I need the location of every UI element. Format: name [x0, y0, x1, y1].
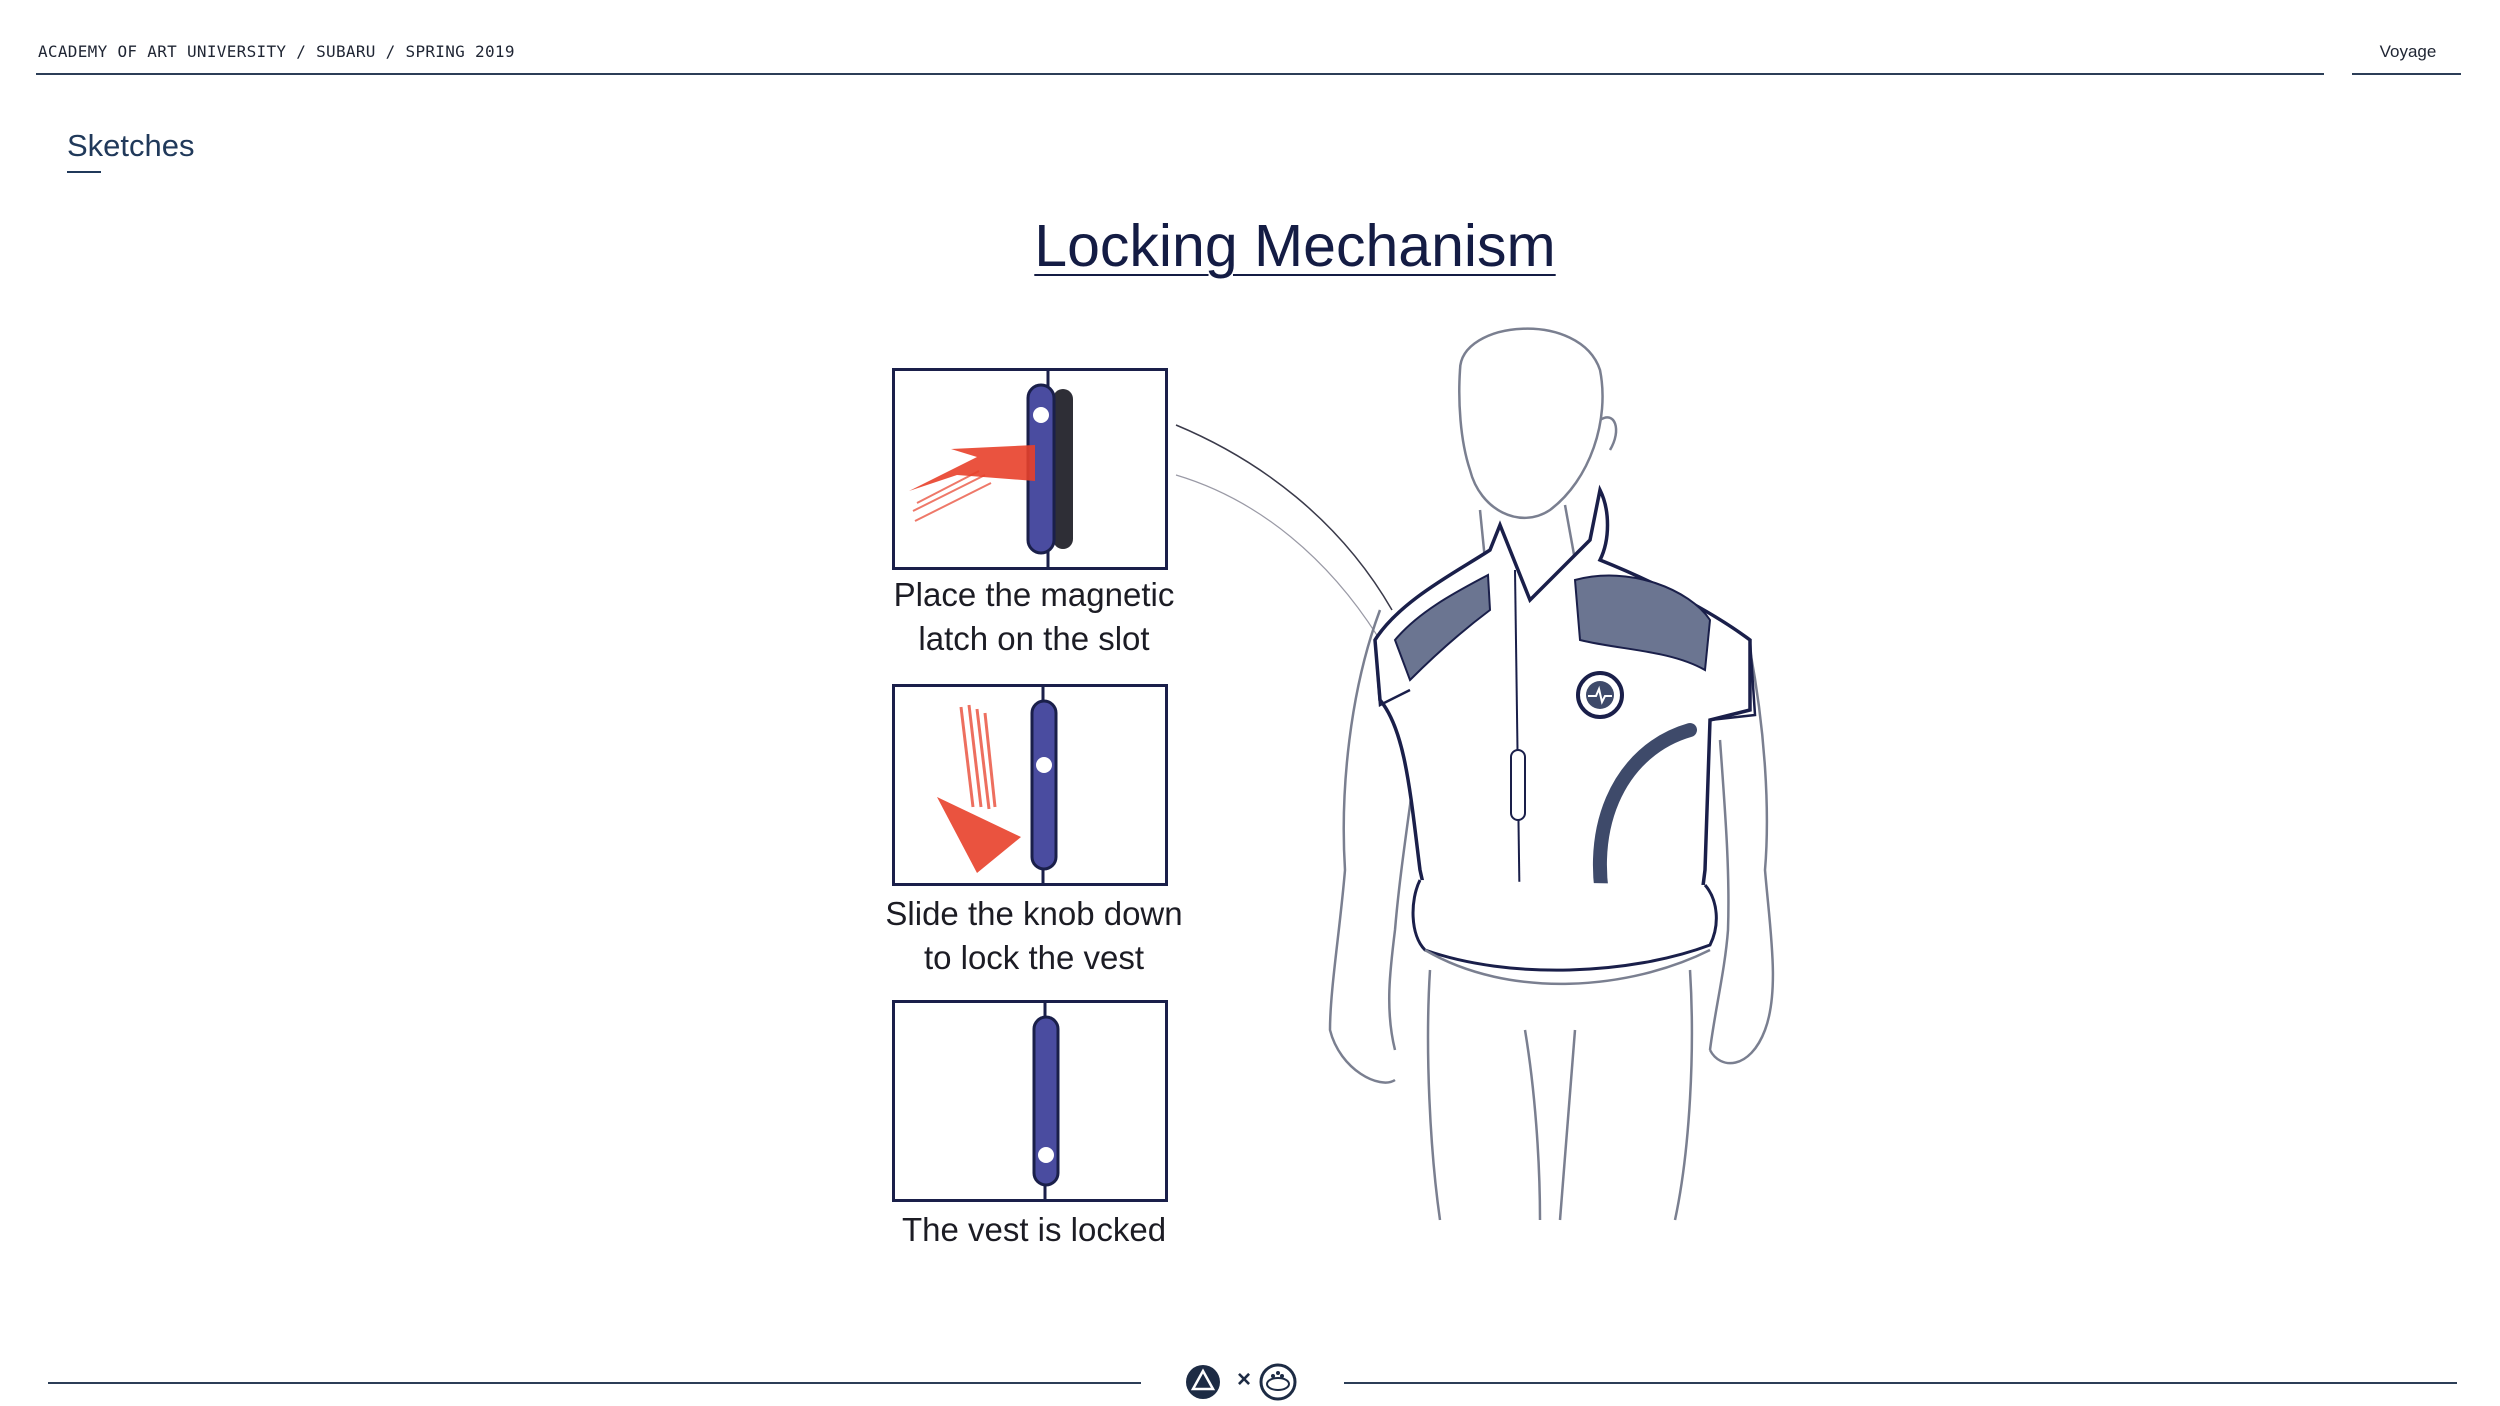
- vest-figure-illustration: [1310, 310, 1780, 1230]
- footer-separator: ×: [1234, 1366, 1254, 1394]
- arrow-down-icon: [937, 797, 1021, 873]
- step-1-caption-line-2: latch on the slot: [864, 617, 1204, 661]
- step-2-caption-line-2: to lock the vest: [864, 936, 1204, 980]
- academy-triangle-logo-icon: [1186, 1365, 1220, 1399]
- step-2-caption-line-1: Slide the knob down: [864, 892, 1204, 936]
- footer-divider-right: [1344, 1382, 2457, 1384]
- subaru-logo-icon: [1261, 1365, 1295, 1399]
- step-3-caption: The vest is locked: [864, 1208, 1204, 1252]
- step-1-panel: [892, 368, 1168, 570]
- vest-latch: [1511, 750, 1525, 820]
- arrow-right-icon: [909, 445, 1035, 491]
- step-3-panel: [892, 1000, 1168, 1202]
- arrow-down-strokes: [961, 705, 995, 809]
- footer-divider-left: [48, 1382, 1141, 1384]
- step-1-caption-line-1: Place the magnetic: [864, 573, 1204, 617]
- step-3-caption-line-1: The vest is locked: [864, 1208, 1204, 1252]
- step-2-panel: [892, 684, 1168, 886]
- step-2-caption: Slide the knob down to lock the vest: [864, 892, 1204, 980]
- step-1-caption: Place the magnetic latch on the slot: [864, 573, 1204, 661]
